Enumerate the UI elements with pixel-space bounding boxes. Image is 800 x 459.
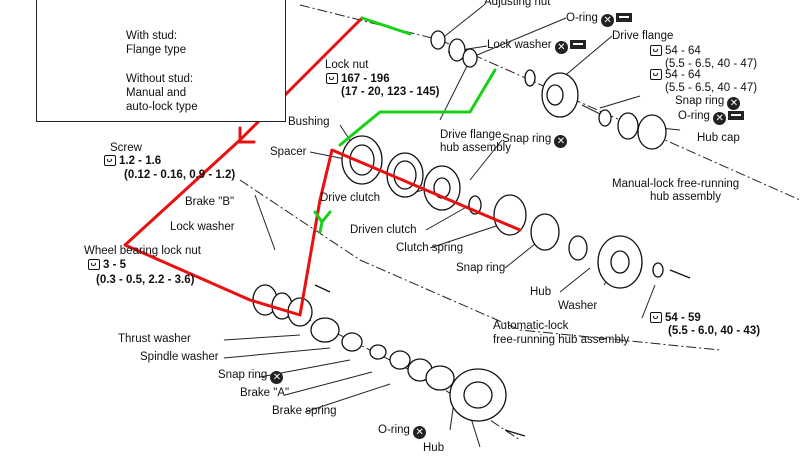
label-snap-ring-left: Snap ring ✕ [218,369,284,384]
replace-x-icon: ✕ [554,135,568,148]
label-torque-range-c: (5.5 - 6.0, 40 - 43) [668,325,761,337]
label-driven-clutch: Driven clutch [350,224,417,236]
torque-wrench-icon [650,45,662,56]
label-washer: Washer [558,300,598,312]
label-manual-lock-1: Manual-lock free-running [612,178,740,190]
label-hub-cap: Hub cap [697,132,740,144]
inset-without-stud: Without stud: [126,73,194,85]
torque-wrench-icon [88,259,100,270]
inset-with-stud: With stud: [126,30,178,42]
torque-wrench-icon [326,73,338,84]
label-hub-right: Hub [530,286,552,298]
label-brake-b: Brake "B" [185,196,235,208]
label-screw-torque: 1.2 - 1.6 [104,155,161,168]
label-bushing: Bushing [288,116,330,128]
label-screw: Screw [110,142,142,154]
label-manual-lock-2: hub assembly [650,191,721,203]
inset-flange-type: Flange type [126,44,187,56]
replace-x-icon: ✕ [554,41,568,54]
torque-wrench-icon [650,69,662,80]
replace-x-icon: ✕ [713,112,727,125]
label-automatic-lock-2: free-running hub assembly [493,334,630,346]
label-adjusting-nut: Adjusting nut [484,0,551,8]
label-wheel-bearing-lock-nut: Wheel bearing lock nut [84,245,201,257]
label-o-ring-right: O-ring ✕ [678,110,745,125]
label-lock-nut: Lock nut [325,59,369,71]
label-lock-washer-left: Lock washer [170,221,235,233]
inset-auto-lock-type: auto-lock type [126,101,198,113]
label-torque-range-a: (5.5 - 6.5, 40 - 47) [665,58,758,70]
sealant-icon [616,13,633,22]
label-thrust-washer: Thrust washer [118,333,191,345]
replace-x-icon: ✕ [601,14,615,27]
label-spindle-washer: Spindle washer [140,351,219,363]
label-lock-washer: Lock washer ✕ [487,39,586,54]
sealant-icon [569,40,586,49]
inset-manual-and: Manual and [126,87,187,99]
label-clutch-spring: Clutch spring [396,242,464,254]
label-drive-clutch: Drive clutch [320,192,381,204]
label-brake-spring: Brake spring [272,405,337,417]
torque-wrench-icon [104,155,116,166]
label-lock-nut-torque: 167 - 196 [326,73,390,86]
label-automatic-lock-1: Automatic-lock [493,320,569,332]
label-torque-c: 54 - 59 [650,312,701,325]
label-torque-a: 54 - 64 [650,45,701,58]
label-screw-range: (0.12 - 0.16, 0.9 - 1.2) [124,169,236,181]
label-drive-flange-hub-2: hub assembly [440,142,511,154]
replace-x-icon: ✕ [270,371,284,384]
label-torque-b: 54 - 64 [650,69,701,82]
replace-x-icon: ✕ [413,426,427,439]
red-annotation-path [123,16,522,317]
label-snap-ring-mid: Snap ring [456,262,506,274]
label-snap-ring-right: Snap ring ✕ [675,95,741,110]
label-torque-range-b: (5.5 - 6.5, 40 - 47) [665,82,758,94]
label-hub-bottom: Hub [423,442,445,454]
label-lock-nut-range: (17 - 20, 123 - 145) [341,86,440,98]
inset-box [36,0,286,122]
green-annotation-path [313,16,497,234]
label-drive-flange-hub-1: Drive flange [440,129,502,141]
label-wb-range: (0.3 - 0.5, 2.2 - 3.6) [96,274,195,286]
label-brake-a: Brake "A" [240,387,290,399]
sealant-icon [728,111,745,120]
label-o-ring-top: O-ring ✕ [566,12,633,27]
label-spacer: Spacer [270,146,307,158]
label-wb-torque: 3 - 5 [88,259,126,272]
torque-wrench-icon [650,312,662,323]
replace-x-icon: ✕ [727,97,741,110]
label-drive-flange: Drive flange [612,30,674,42]
label-snap-ring-center: Snap ring ✕ [502,133,568,148]
label-o-ring-bottom: O-ring ✕ [378,424,427,439]
